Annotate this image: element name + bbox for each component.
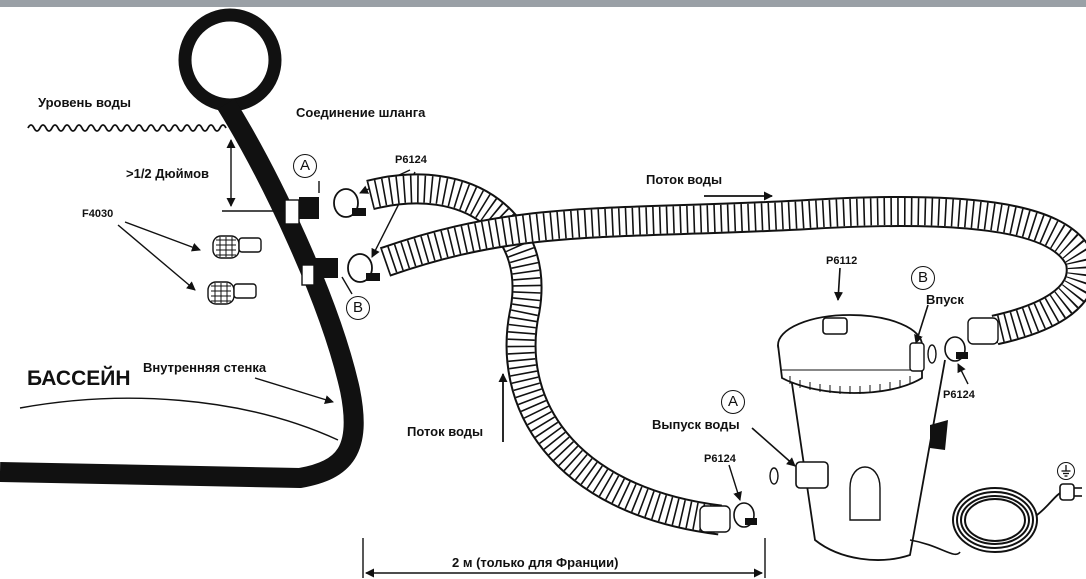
pump-part-label: P6112 [826,256,857,267]
flow-label-top: Поток воды [646,173,722,186]
pool-floor-line [20,398,338,440]
half-inch-label: >1/2 Дюймов [126,167,209,180]
filter-pump-icon [770,315,948,560]
ground-symbol-icon [1057,462,1075,480]
coiled-cord-icon [910,488,1062,554]
clamp-arrow-bottom [729,465,740,500]
power-plug-icon [1060,484,1082,500]
marker-a-wall: A [293,154,317,178]
length-label: 2 м (только для Франции) [452,556,618,569]
inner-wall-arrow [255,378,333,402]
strainer-arrow-2 [118,225,195,290]
clamp-arrow-right [958,364,968,384]
pool-wall [0,15,354,478]
hose-inlet [385,211,1081,344]
strainer-icon [213,236,261,258]
pool-label: БАССЕЙН [27,368,131,389]
strainer-icon-2 [208,282,256,304]
marker-b-pump: B [911,266,935,290]
clamp-part-label-top: P6124 [395,155,427,166]
inlet-label: Впуск [926,293,964,306]
water-level-wave [28,125,226,131]
marker-b-wall: B [346,296,370,320]
clamp-part-label-right: P6124 [943,390,975,401]
hose-clamp-icon-2 [348,254,380,282]
strainer-arrow-1 [125,222,200,250]
inlet-arrow [916,305,928,343]
outlet-label: Выпуск воды [652,418,740,431]
outlet-arrow [752,428,795,466]
pump-part-arrow [838,268,840,300]
inner-wall-label: Внутренняя стенка [143,361,266,374]
hose-clamp-icon-3 [945,337,968,361]
water-level-label: Уровень воды [38,96,131,109]
wall-connector-a [285,181,319,224]
hose-clamp-icon-4 [734,503,757,527]
flow-label-left: Поток воды [407,425,483,438]
strainer-part-label: F4030 [82,209,113,220]
clamp-part-label-bottom: P6124 [704,454,736,465]
marker-a-pump: A [721,390,745,414]
hose-connection-label: Соединение шланга [296,106,425,119]
